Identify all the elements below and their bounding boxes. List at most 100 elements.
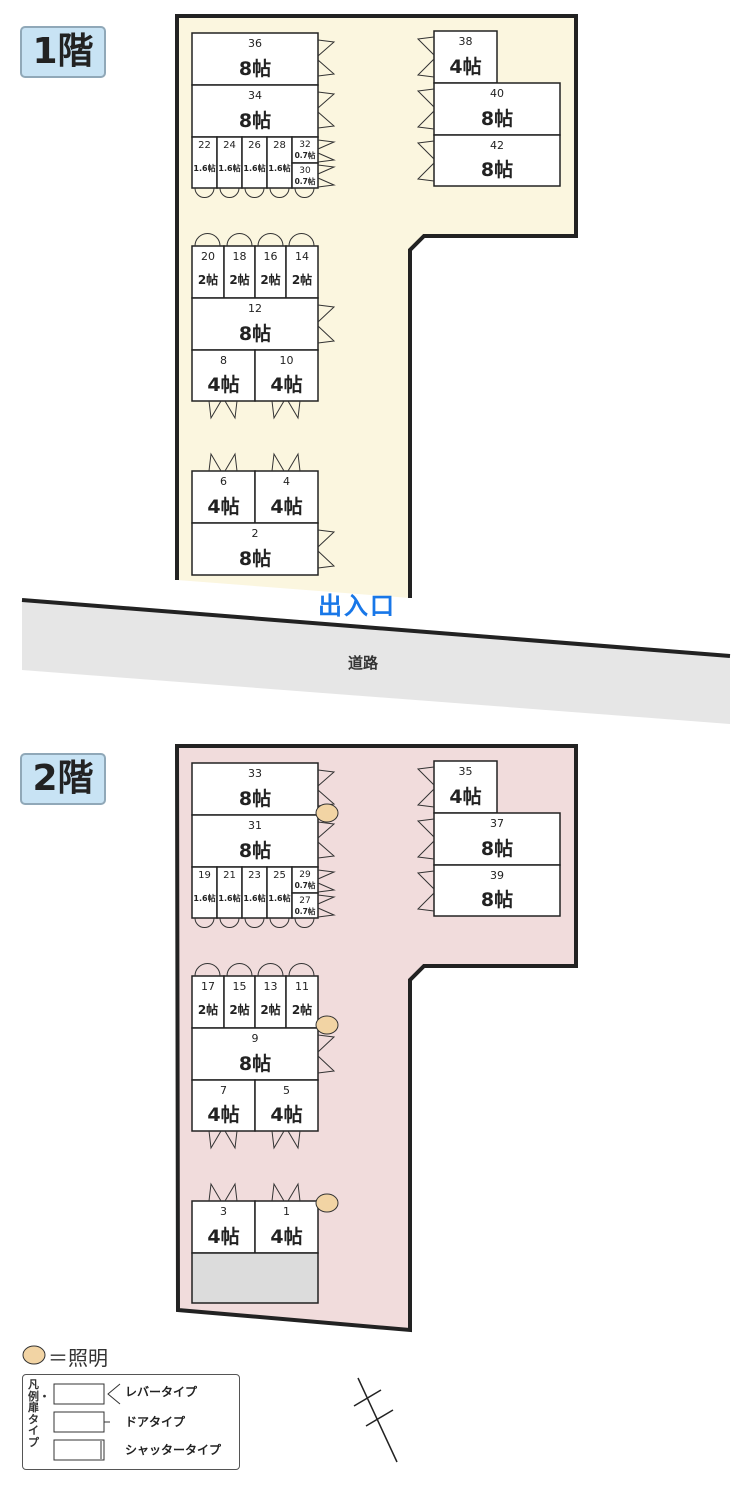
unit-size: 8帖 [239,109,271,132]
entrance-label: 出入口 [318,592,396,620]
unit-size: 1.6帖 [268,163,290,173]
unit-number: 25 [273,870,286,881]
floor1-unit-34 [191,84,319,138]
unit-number: 5 [283,1084,290,1097]
door-icon [194,187,215,198]
floor1-units: 368帖348帖221.6帖241.6帖261.6帖281.6帖320.7帖30… [191,30,561,576]
door-icon [317,164,336,188]
unit-number: 34 [248,89,262,102]
door-icon [317,39,336,77]
unit-number: 2 [252,527,259,540]
door-icon [271,452,301,472]
floor1-unit-36 [191,32,319,86]
floor2-unit-11 [285,975,319,1029]
unit-number: 38 [459,35,473,48]
floor1-unit-8 [191,349,256,402]
unit-number: 42 [490,139,504,152]
legend-icons [53,1383,121,1461]
door-icon [317,139,336,163]
door-icon [244,917,265,928]
door-type-legend: 凡例・扉タイプ レバータイプ ドアタイプ シャッタータイプ [22,1374,240,1470]
unit-number: 35 [459,765,473,778]
unit-size: 1.6帖 [243,893,265,903]
unit-number: 21 [223,870,236,881]
unit-number: 18 [233,250,247,263]
unit-number: 39 [490,869,504,882]
floor2-unit-23 [241,866,268,919]
unit-number: 31 [248,819,262,832]
unit-size: 4帖 [449,785,481,808]
floor2-unit-17 [191,975,225,1029]
unit-size: 2帖 [198,1002,218,1017]
floor1-label-text: 1階 [32,31,94,72]
floor1-unit-28 [266,136,293,189]
door-icon [269,917,290,928]
floor1-unit-32 [291,136,319,164]
unit-size: 4帖 [270,1103,302,1126]
door-icon [294,187,315,198]
door-icon [416,766,435,808]
unit-size: 0.7帖 [295,880,316,890]
unit-size: 2帖 [198,272,218,287]
unit-size: 4帖 [270,373,302,396]
unit-number: 29 [299,870,311,880]
door-icon [208,400,238,420]
road-edge [21,598,731,658]
unit-number: 23 [248,870,261,881]
unit-number: 20 [201,250,215,263]
unit-size: 2帖 [292,272,312,287]
unit-size: 1.6帖 [218,893,240,903]
door-icon [271,1130,301,1150]
door-icon [416,818,435,860]
door-icon [244,187,265,198]
unit-number: 28 [273,140,286,151]
doors [194,36,435,1202]
floor2-unit-7 [191,1079,256,1132]
door-icon [317,91,336,129]
road [22,598,730,724]
floor2-unit-27 [291,892,319,919]
unit-number: 7 [220,1084,227,1097]
floor1-unit-42 [433,134,561,187]
unit-number: 27 [299,896,310,906]
shutter-type-icon [53,1439,105,1461]
unit-size: 8帖 [239,1052,271,1075]
unit-number: 26 [248,140,261,151]
unit-size: 8帖 [239,787,271,810]
door-icon [208,1182,238,1202]
floor1-unit-18 [223,245,256,299]
unit-size: 4帖 [207,1103,239,1126]
lever-type-icon [53,1383,105,1405]
unit-size: 0.7帖 [295,176,316,186]
door-icon [416,36,435,78]
door-icon [294,917,315,928]
unit-number: 1 [283,1205,290,1218]
unit-size: 8帖 [239,57,271,80]
unit-size: 4帖 [270,495,302,518]
unit-number: 3 [220,1205,227,1218]
door-icon [194,917,215,928]
door-icon [194,963,221,977]
unit-size: 8帖 [239,839,271,862]
legend-shutter: シャッタータイプ [125,1443,222,1457]
unit-size: 8帖 [481,888,513,911]
unit-size: 1.6帖 [268,893,290,903]
floor1-unit-16 [254,245,287,299]
door-icon [416,870,435,912]
door-icon [226,233,253,247]
unit-number: 13 [264,980,278,993]
door-icon [219,187,240,198]
unit-size: 2帖 [260,1002,280,1017]
unit-number: 40 [490,87,504,100]
door-icon [317,894,336,918]
door-icon [269,187,290,198]
floor2-unit-1 [254,1200,319,1254]
floor2-label-text: 2階 [32,758,94,799]
unit-number: 11 [295,980,309,993]
floor2-unit-5 [254,1079,319,1132]
legend-title: 凡例・扉タイプ [28,1378,50,1449]
unit-number: 14 [295,250,309,263]
unit-size: 2帖 [229,272,249,287]
unit-number: 9 [252,1032,259,1045]
unit-size: 4帖 [270,1225,302,1248]
